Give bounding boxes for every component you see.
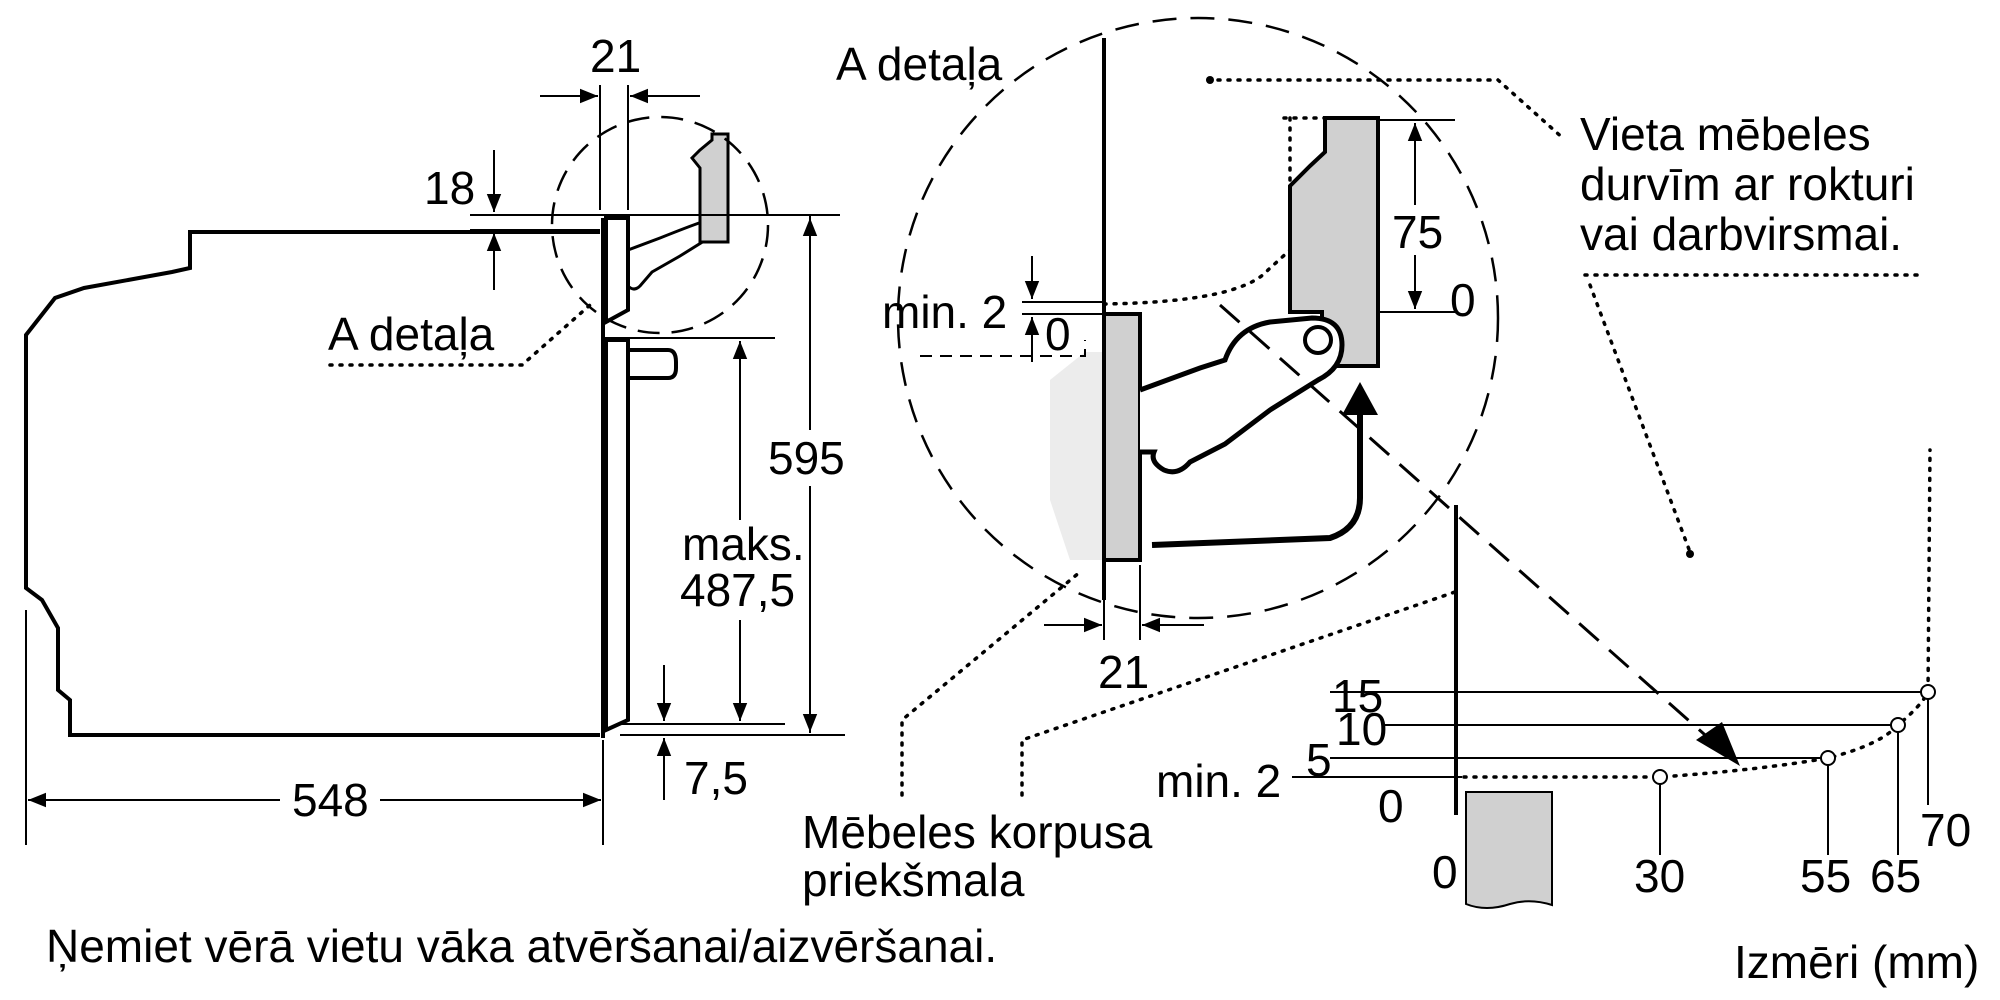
graph-point-65 <box>1890 717 1906 733</box>
cabinet-edge-leader-1 <box>900 570 1082 797</box>
units-label: Izmēri (mm) <box>1734 936 1979 988</box>
oven-knob <box>628 348 678 380</box>
furniture-space-leader-down <box>1588 283 1692 554</box>
graph-y-0: 0 <box>1378 780 1404 832</box>
leader-dot-bottom <box>1686 550 1694 558</box>
cabinet-shading <box>1050 352 1104 560</box>
hinge-arm <box>1139 315 1345 475</box>
graph-y-10: 10 <box>1336 703 1387 755</box>
detail-circle-large <box>896 16 1500 620</box>
cabinet-edge-leader-2 <box>1020 590 1457 797</box>
dim-595: 595 <box>768 432 845 484</box>
dim-75-bg <box>1390 205 1450 255</box>
dashed-projection <box>1219 303 1723 752</box>
swing-arrow-head <box>1342 382 1378 415</box>
swing-arrow-path <box>1151 412 1363 548</box>
hinge-bracket <box>1288 116 1380 368</box>
cabinet-edge-label-2: priekšmala <box>802 854 1025 906</box>
graph-y-15: 15 <box>1332 670 1383 722</box>
dim-zero-detail: 0 <box>1045 308 1071 360</box>
cabinet-edge-label-1: Mēbeles korpusa <box>802 806 1153 858</box>
clearance-curve <box>1462 448 1932 779</box>
dim-7-5: 7,5 <box>684 752 748 804</box>
graph-point-70 <box>1920 684 1936 700</box>
graph-x-55: 55 <box>1800 850 1851 902</box>
dim-maks: maks. <box>682 518 805 570</box>
graph-x-0: 0 <box>1432 846 1458 898</box>
dim-75-zero: 0 <box>1450 274 1476 326</box>
door-panel <box>1102 312 1142 562</box>
oven-door <box>604 216 630 326</box>
graph-x-30: 30 <box>1634 850 1685 902</box>
detail-a-leader <box>328 303 592 367</box>
note-text: Ņemiet vērā vietu vāka atvēršanai/aizvēr… <box>46 920 997 972</box>
graph-x-70: 70 <box>1920 804 1971 856</box>
detail-a-label-left: A detaļa <box>328 308 495 360</box>
furniture-space-line-3: vai darbvirsmai. <box>1580 208 1902 260</box>
dim-21-top: 21 <box>590 30 641 82</box>
graph-y-5: 5 <box>1306 734 1332 786</box>
clearance-graph: 15 10 5 min. 2 0 0 30 55 65 70 <box>1156 448 1971 909</box>
hinge-pin <box>1303 325 1333 355</box>
ref-dashed-line <box>920 340 1086 357</box>
dim-595-bg <box>770 430 850 486</box>
graph-y-min2: min. 2 <box>1156 755 1281 807</box>
graph-point-55 <box>1820 750 1836 766</box>
detail-a-label-top: A detaļa <box>836 38 1003 90</box>
dim-548: 548 <box>292 774 369 826</box>
cabinet-block <box>1465 791 1553 909</box>
furniture-space-line-1: Vieta mēbeles <box>1580 108 1871 160</box>
furniture-space-leader <box>1206 78 1567 142</box>
detail-circle-small <box>550 115 770 335</box>
furniture-space-note: Vieta mēbeles durvīm ar rokturi vai darb… <box>1580 108 1927 558</box>
oven-side-view: A detaļa 21 18 595 maks. 487,5 7,5 <box>24 30 850 845</box>
door-swing-dotted <box>1102 208 1292 306</box>
furniture-space-line-2: durvīm ar rokturi <box>1580 158 1915 210</box>
detail-a-view: A detaļa 75 0 min. 2 <box>802 16 1740 906</box>
dim-75: 75 <box>1392 206 1443 258</box>
dim-18: 18 <box>424 162 475 214</box>
dim-min2-detail: min. 2 <box>882 286 1007 338</box>
hinge-small-plate <box>689 132 730 244</box>
graph-x-65: 65 <box>1870 850 1921 902</box>
graph-point-30 <box>1652 769 1668 785</box>
leader-dot-top <box>1206 76 1214 84</box>
oven-front <box>604 338 630 734</box>
dashed-arrow-head <box>1696 722 1740 766</box>
dim-487-5: 487,5 <box>680 564 795 616</box>
dim-21-detail: 21 <box>1098 646 1149 698</box>
oven-body-outline <box>24 230 600 737</box>
